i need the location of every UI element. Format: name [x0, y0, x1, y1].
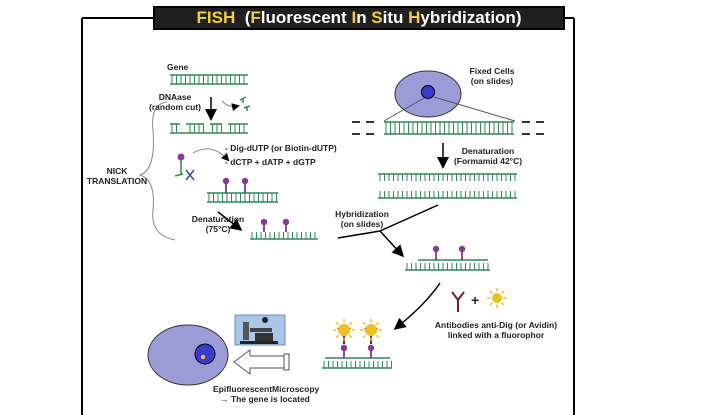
- plus-sign: +: [471, 292, 480, 308]
- microscopy-label: EpifluorescentMicroscopy → The gene is l…: [213, 384, 320, 404]
- title-part: ybridization): [420, 8, 522, 27]
- antibodies-line1: Antibodies anti-Dig (or Avidin): [434, 320, 558, 330]
- labeled-nucleotides: [174, 153, 195, 181]
- hybridization-line1: Hybridization: [335, 209, 389, 219]
- denaturation-75-line1: Denaturation: [191, 214, 245, 224]
- fluorophore-symbol: [487, 288, 507, 308]
- denaturation-formamid-label: Denaturation (Formamid 42°C): [450, 146, 526, 166]
- gene-label: Gene: [167, 62, 189, 72]
- antibodies-label: Antibodies anti-Dig (or Avidin) linked w…: [426, 320, 566, 340]
- fixed-cells-line1: Fixed Cells: [469, 66, 515, 76]
- dnaase-label: DNAase (random cut): [145, 92, 205, 112]
- cut-fragment-arrow: [221, 100, 240, 112]
- title-part: F: [250, 8, 261, 27]
- hybridization-arrows: [337, 204, 439, 258]
- denaturation-75-line2: (75°C): [205, 224, 231, 234]
- outer-frame: [81, 17, 575, 415]
- single-strand-probe: [250, 218, 318, 240]
- dctp-label: - dCTP + dATP + dGTP: [225, 157, 316, 167]
- title-part: S: [371, 8, 383, 27]
- dnaase-label-line1: DNAase: [158, 92, 192, 102]
- antibody-symbol: [451, 291, 465, 312]
- title-part: H: [408, 8, 421, 27]
- denaturation-arrow-left: [217, 211, 243, 231]
- dig-dutp-label: - Dig-dUTP (or Biotin-dUTP): [225, 143, 337, 153]
- gene-dna: [170, 74, 248, 85]
- hybridized-dna: [405, 245, 490, 271]
- denaturation-formamid-line2: (Formamid 42°C): [453, 156, 523, 166]
- antibody-arrow: [393, 282, 441, 330]
- dnaase-label-line2: (random cut): [149, 102, 201, 112]
- nick-translation-label: NICK TRANSLATION: [86, 166, 148, 186]
- antibodies-line2: linked with a fluorophor: [447, 330, 545, 340]
- fixed-cells-label: Fixed Cells (on slides): [462, 66, 522, 86]
- cut-dna: [170, 123, 248, 134]
- denaturation-formamid-line1: Denaturation: [461, 146, 515, 156]
- microscopy-line2: → The gene is located: [220, 394, 310, 404]
- title-part: luorescent: [260, 8, 352, 27]
- result-cell: [147, 324, 229, 386]
- title-part: (: [235, 8, 251, 27]
- denaturation-75-label: Denaturation (75°C): [186, 214, 250, 234]
- hybridization-line2: (on slides): [340, 219, 384, 229]
- title-part: itu: [382, 8, 409, 27]
- fixed-cell: [383, 70, 516, 122]
- nick-translation-line2: TRANSLATION: [86, 176, 148, 186]
- result-arrow: [233, 349, 290, 375]
- detection-complex: [322, 319, 392, 369]
- denatured-chromosomal-dna: [378, 173, 517, 199]
- labeled-dna: [207, 177, 278, 203]
- hybridization-label: Hybridization (on slides): [330, 209, 394, 229]
- title-part: n: [356, 8, 372, 27]
- title-part: FISH: [196, 8, 236, 27]
- title-part: I: [351, 8, 357, 27]
- chromosomal-dna: [352, 121, 544, 135]
- nick-translation-brace: [138, 101, 176, 241]
- cut-fragment: [239, 96, 251, 111]
- microscopy-line1: EpifluorescentMicroscopy: [213, 384, 320, 394]
- incorporation-arrow: [192, 148, 230, 162]
- nick-translation-line1: NICK: [106, 166, 128, 176]
- fixed-cells-line2: (on slides): [470, 76, 514, 86]
- microscope-icon: [234, 314, 286, 346]
